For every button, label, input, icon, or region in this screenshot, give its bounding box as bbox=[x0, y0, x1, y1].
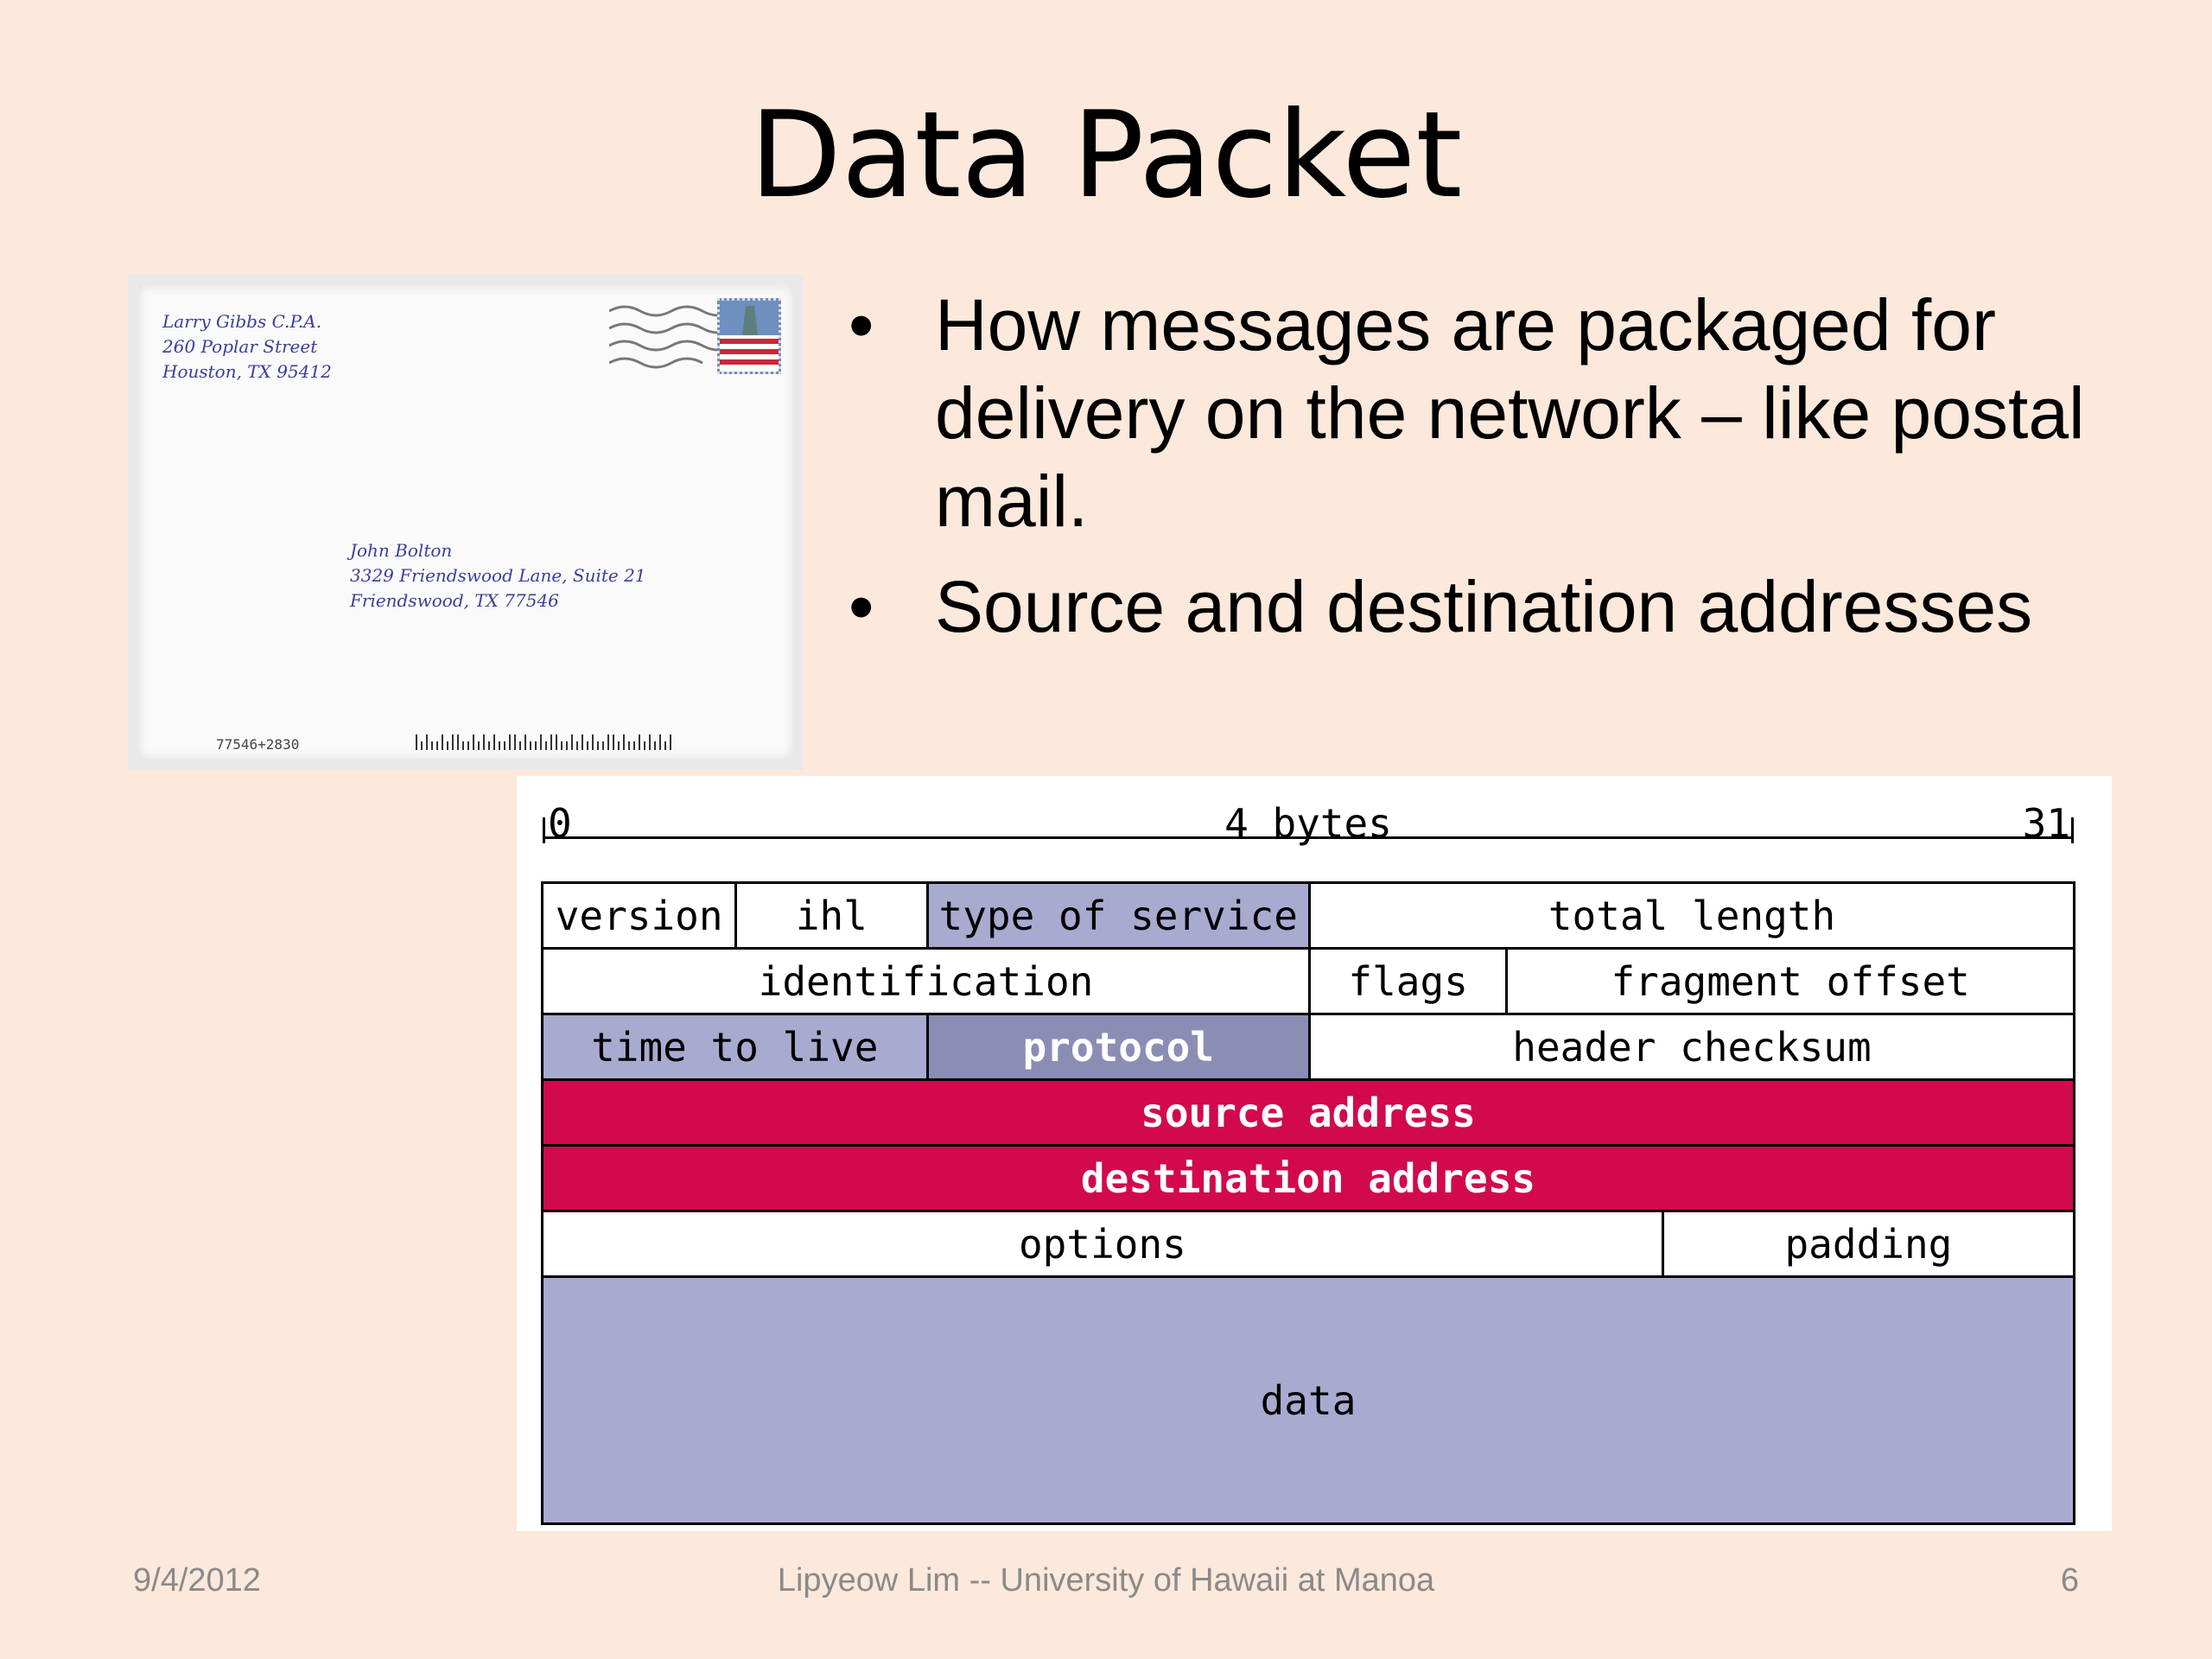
field-data: data bbox=[543, 1278, 2073, 1522]
header-row: identification flags fragment offset bbox=[543, 947, 2073, 1013]
field-identification: identification bbox=[543, 950, 1308, 1013]
field-total-length: total length bbox=[1308, 884, 2073, 947]
return-address: Larry Gibbs C.P.A. 260 Poplar Street Hou… bbox=[162, 311, 332, 382]
field-options: options bbox=[543, 1212, 1662, 1275]
ip-header-diagram: 0 4 bytes 31 version ihl type of service… bbox=[517, 776, 2112, 1531]
postal-barcode bbox=[416, 734, 671, 750]
envelope-image: Larry Gibbs C.P.A. 260 Poplar Street Hou… bbox=[128, 275, 804, 770]
ruler-label-end: 31 bbox=[2022, 800, 2070, 847]
header-field-grid: version ihl type of service total length… bbox=[541, 881, 2075, 1525]
footer-page-number: 6 bbox=[2060, 1562, 2079, 1599]
bit-ruler: 0 4 bytes 31 bbox=[543, 802, 2074, 847]
field-flags: flags bbox=[1308, 950, 1506, 1013]
bullet-item: • Source and destination addresses bbox=[849, 563, 2101, 651]
ruler-tick-start bbox=[543, 817, 545, 843]
ruler-label-start: 0 bbox=[548, 800, 572, 847]
zip-code-printed: 77546+2830 bbox=[216, 736, 300, 753]
header-row: destination address bbox=[543, 1144, 2073, 1210]
header-row: data bbox=[543, 1275, 2073, 1522]
slide-title: Data Packet bbox=[749, 86, 1463, 225]
field-type-of-service: type of service bbox=[925, 884, 1308, 947]
field-padding: padding bbox=[1661, 1212, 2073, 1275]
footer-date: 9/4/2012 bbox=[133, 1562, 261, 1599]
bullet-text: How messages are packaged for delivery o… bbox=[935, 284, 2085, 542]
field-fragment-offset: fragment offset bbox=[1505, 950, 2073, 1013]
header-row: version ihl type of service total length bbox=[543, 884, 2073, 947]
field-time-to-live: time to live bbox=[543, 1015, 926, 1078]
header-row: options padding bbox=[543, 1210, 2073, 1275]
bullet-item: • How messages are packaged for delivery… bbox=[849, 281, 2101, 545]
header-row: source address bbox=[543, 1078, 2073, 1144]
bullet-marker: • bbox=[849, 284, 874, 365]
field-source-address: source address bbox=[543, 1081, 2073, 1144]
ruler-label-middle: 4 bytes bbox=[1224, 800, 1392, 847]
flag-stamp bbox=[717, 298, 781, 374]
postmark-wavy-lines bbox=[609, 305, 734, 369]
field-destination-address: destination address bbox=[543, 1147, 2073, 1210]
bullet-text: Source and destination addresses bbox=[935, 566, 2033, 647]
field-version: version bbox=[543, 884, 735, 947]
bullet-list: • How messages are packaged for delivery… bbox=[849, 281, 2101, 668]
field-ihl: ihl bbox=[734, 884, 926, 947]
destination-address-handwritten: John Bolton 3329 Friendswood Lane, Suite… bbox=[350, 540, 646, 611]
ruler-tick-end bbox=[2071, 817, 2074, 843]
field-header-checksum: header checksum bbox=[1308, 1015, 2073, 1078]
field-protocol: protocol bbox=[925, 1015, 1308, 1078]
footer-author: Lipyeow Lim -- University of Hawaii at M… bbox=[777, 1562, 1435, 1599]
ruler-line bbox=[543, 836, 2074, 839]
bullet-marker: • bbox=[849, 566, 874, 647]
header-row: time to live protocol header checksum bbox=[543, 1013, 2073, 1078]
